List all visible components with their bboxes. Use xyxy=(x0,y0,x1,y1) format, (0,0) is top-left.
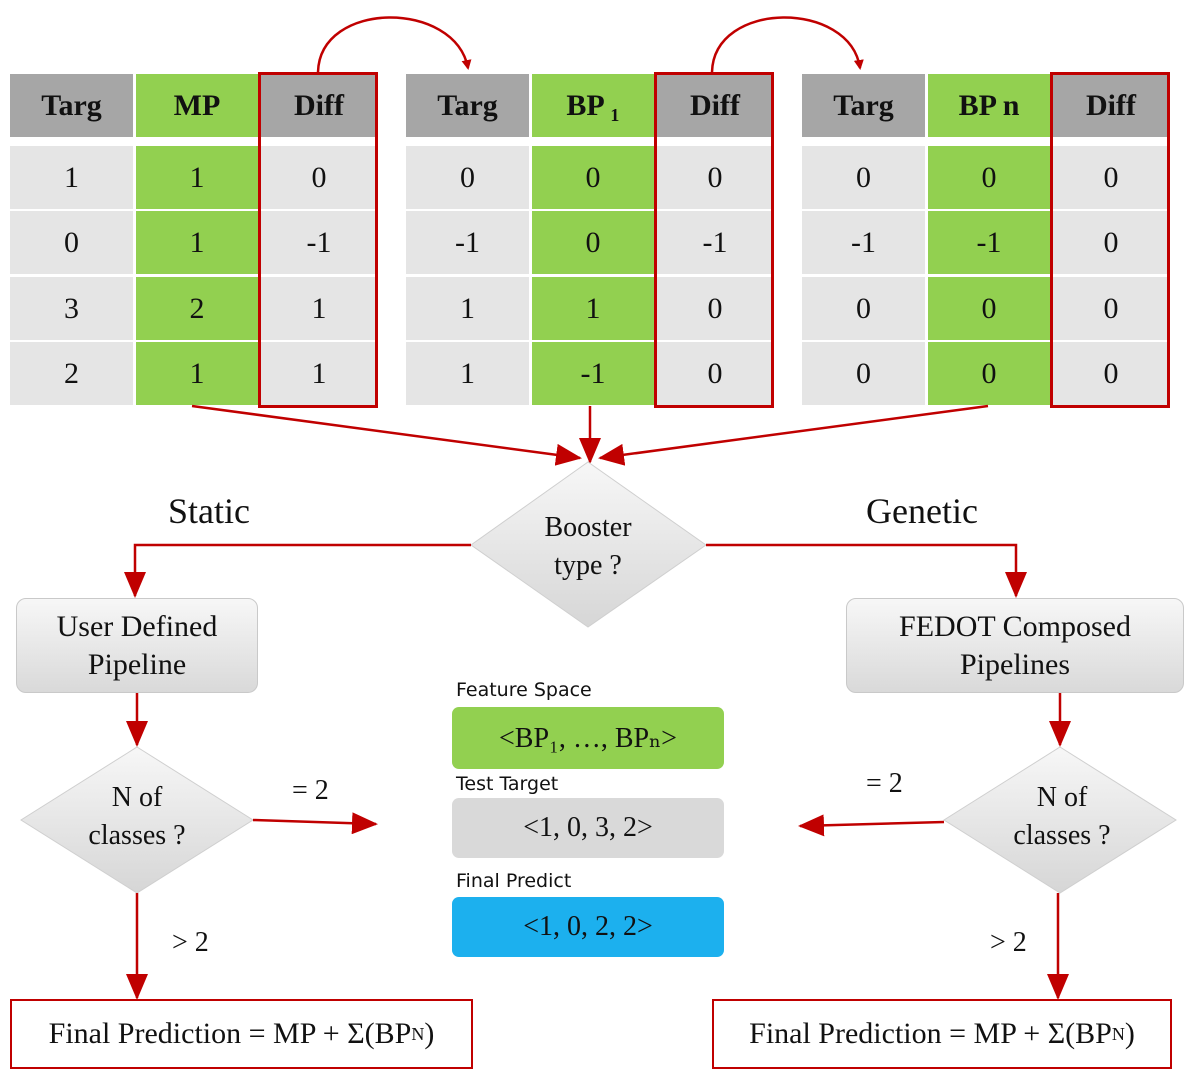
arrow-genetic xyxy=(706,543,1027,598)
static-label: Static xyxy=(168,491,250,531)
table-1-header-2: MP xyxy=(136,74,258,137)
table-1-cell: -1 xyxy=(260,211,378,274)
table-3-cell: 0 xyxy=(1052,277,1170,340)
final-predict-label: Final Predict xyxy=(456,870,572,892)
table-3-cell: 0 xyxy=(928,277,1050,340)
table-2-cell: 0 xyxy=(656,277,774,340)
right-eq2-label: = 2 xyxy=(866,768,903,799)
right-classes-diamond xyxy=(943,746,1177,894)
right-gt2-label: > 2 xyxy=(990,927,1027,958)
curve-arrow-2 xyxy=(710,16,864,73)
booster-diamond xyxy=(470,461,707,628)
right-final-sub: N xyxy=(1111,1023,1125,1044)
table-2-header-1: Targ xyxy=(406,74,529,137)
left-final-close: ) xyxy=(424,1017,435,1050)
table-2-cell: 0 xyxy=(532,146,654,209)
table-1-cell: 1 xyxy=(10,146,133,209)
table-2-cell: 0 xyxy=(656,342,774,405)
table-1-header-1: Targ xyxy=(10,74,133,137)
table-1-cell: 0 xyxy=(10,211,133,274)
final-predict-box: <1, 0, 2, 2> xyxy=(452,897,724,957)
table-2-cell: -1 xyxy=(656,211,774,274)
test-target-box: <1, 0, 3, 2> xyxy=(452,798,724,858)
table-3-cell: 0 xyxy=(928,146,1050,209)
left-gt2-label: > 2 xyxy=(172,927,209,958)
table-2-cell: -1 xyxy=(406,211,529,274)
table-1-cell: 1 xyxy=(136,211,258,274)
table-3-cell: -1 xyxy=(928,211,1050,274)
arrow-right-eq2 xyxy=(798,814,945,837)
feature-space-box: <BP₁, …, BPₙ> xyxy=(452,707,724,769)
table-1-cell: 2 xyxy=(10,342,133,405)
table-2-header-3: Diff xyxy=(656,74,774,137)
left-final-text: Final Prediction = MP + Σ(BP xyxy=(48,1017,412,1050)
table-1-cell: 1 xyxy=(136,146,258,209)
table-3-cell: -1 xyxy=(802,211,925,274)
arrow-from-table1 xyxy=(191,404,582,466)
table-3-diff-highlight xyxy=(1050,72,1170,408)
table-1-cell: 1 xyxy=(136,342,258,405)
table-3-header-3: Diff xyxy=(1052,74,1170,137)
right-final-close: ) xyxy=(1124,1017,1135,1050)
table-3-cell: 0 xyxy=(1052,146,1170,209)
arrow-left-eq2 xyxy=(252,812,378,835)
table-2-cell: -1 xyxy=(532,342,654,405)
table-1-header-3: Diff xyxy=(260,74,378,137)
table-1-cell: 3 xyxy=(10,277,133,340)
test-target-label: Test Target xyxy=(456,773,559,795)
table-2-cell: 0 xyxy=(406,146,529,209)
table-2-cell: 1 xyxy=(532,277,654,340)
table-1-cell: 1 xyxy=(260,277,378,340)
table-2-cell: 1 xyxy=(406,342,529,405)
table-3-cell: 0 xyxy=(802,277,925,340)
table-3-cell: 0 xyxy=(802,342,925,405)
left-eq2-label: = 2 xyxy=(292,775,329,806)
arrow-from-table3 xyxy=(598,404,989,466)
table-3-header-1: Targ xyxy=(802,74,925,137)
table-2-diff-highlight xyxy=(654,72,774,408)
table-2-header-2: BP ₁ xyxy=(532,74,654,137)
table-1-cell: 2 xyxy=(136,277,258,340)
table-1-cell: 1 xyxy=(260,342,378,405)
table-2-cell: 0 xyxy=(656,146,774,209)
table-3-header-2: BP n xyxy=(928,74,1050,137)
table-2-cell: 0 xyxy=(532,211,654,274)
table-2-cell: 1 xyxy=(406,277,529,340)
arrow-static xyxy=(124,543,471,598)
curve-arrow-1 xyxy=(316,16,472,73)
table-1-diff-highlight xyxy=(258,72,378,408)
table-3-cell: 0 xyxy=(1052,211,1170,274)
left-final-sub: N xyxy=(411,1023,425,1044)
feature-space-label: Feature Space xyxy=(456,679,592,701)
table-3-cell: 0 xyxy=(1052,342,1170,405)
table-3-cell: 0 xyxy=(928,342,1050,405)
table-3-cell: 0 xyxy=(802,146,925,209)
right-final-text: Final Prediction = MP + Σ(BP xyxy=(749,1017,1112,1050)
genetic-label: Genetic xyxy=(866,491,978,531)
table-1-cell: 0 xyxy=(260,146,378,209)
